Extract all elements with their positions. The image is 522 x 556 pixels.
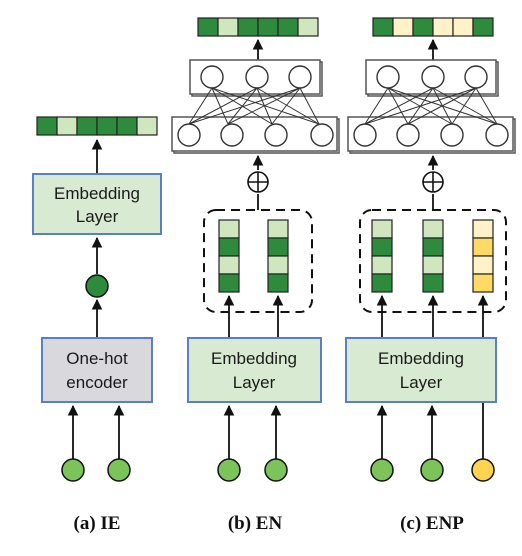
panel-ie: Embedding Layer One-hot encoder (a) IE <box>32 116 162 534</box>
en-embedding-vector <box>267 219 289 293</box>
enp-embedding-vector <box>422 219 444 293</box>
ie-encoder-label-line2: encoder <box>66 373 128 392</box>
ie-caption: (a) IE <box>74 513 121 534</box>
enp-mlp <box>347 59 516 154</box>
enp-prompt-vector <box>472 219 494 293</box>
en-caption: (b) EN <box>228 513 283 534</box>
ie-input-node <box>107 458 131 482</box>
enp-embed-label-line2: Layer <box>400 373 443 392</box>
panel-enp: Embedding Layer (c) ENP <box>345 17 516 534</box>
enp-embedding-group <box>359 209 507 313</box>
enp-prompt-input-node <box>471 458 495 482</box>
en-input-node <box>217 458 241 482</box>
enp-input-node <box>370 458 394 482</box>
ie-input-node <box>61 458 85 482</box>
en-embedding-layer: Embedding Layer <box>187 337 322 403</box>
en-input-node <box>264 458 288 482</box>
enp-input-node <box>420 458 444 482</box>
ie-hidden-node <box>85 274 109 298</box>
en-embed-label-line2: Layer <box>233 373 276 392</box>
ie-one-hot-encoder: One-hot encoder <box>41 337 153 403</box>
en-embedding-vector <box>218 219 240 293</box>
ie-embedding-layer: Embedding Layer <box>32 173 162 235</box>
panel-en: Embedding Layer (b) EN <box>171 17 340 534</box>
enp-caption: (c) ENP <box>400 513 464 534</box>
enp-embedding-vector <box>371 219 393 293</box>
ie-embed-label-line2: Layer <box>76 207 119 226</box>
en-embedding-group <box>203 209 313 313</box>
ie-encoder-label-line1: One-hot <box>66 349 128 368</box>
ie-output-vector <box>36 116 158 136</box>
enp-embedding-layer: Embedding Layer <box>345 337 497 403</box>
en-mlp <box>171 59 340 154</box>
enp-output-vector <box>372 17 494 37</box>
enp-embed-label-line1: Embedding <box>378 349 464 368</box>
en-output-vector <box>197 17 319 37</box>
en-embed-label-line1: Embedding <box>211 349 297 368</box>
ie-embed-label-line1: Embedding <box>54 184 140 203</box>
